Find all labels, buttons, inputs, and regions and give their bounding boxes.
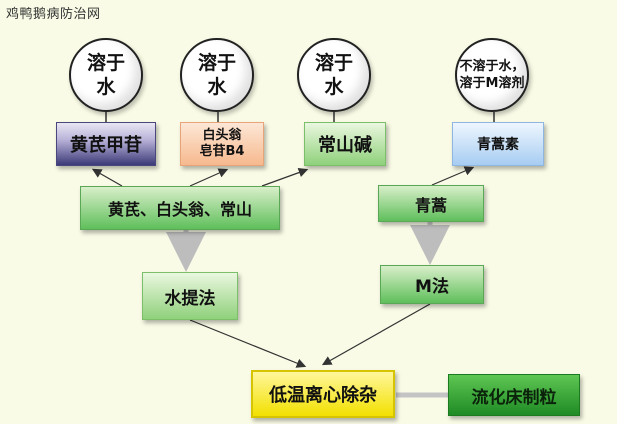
product-box-1: 黄芪甲苷 [56, 122, 156, 166]
herb-label-1: 黄芪、白头翁、常山 [107, 200, 252, 219]
arrow-to-product-3 [261, 167, 309, 187]
herb-label-2: 青蒿 [414, 195, 447, 215]
product-box-4: 青蒿素 [452, 122, 544, 166]
solubility-circle-3: 溶于 水 [297, 38, 371, 112]
solubility-circle-4: 不溶于水， 溶于M溶剂 [455, 38, 529, 112]
method-box-1: 水提法 [142, 272, 238, 320]
arrow-to-product-2 [189, 168, 229, 187]
arrow-to-final-2 [321, 303, 431, 366]
product-label-2: 白头翁 皂苷B4 [199, 128, 245, 159]
solubility-label-3: 溶于 水 [314, 52, 353, 98]
product-label-1: 黄芪甲苷 [70, 135, 142, 156]
solubility-circle-1: 溶于 水 [69, 38, 143, 112]
solubility-circle-2: 溶于 水 [180, 38, 254, 112]
herb-box-2: 青蒿 [378, 185, 484, 222]
watermark-text: 鸡鸭鹅病防治网 [6, 7, 101, 22]
method-label-2: M法 [415, 277, 449, 297]
product-box-3: 常山碱 [304, 122, 386, 166]
solubility-label-4: 不溶于水， 溶于M溶剂 [459, 59, 525, 91]
method-label-1: 水提法 [164, 288, 216, 309]
final-process-box-2: 流化床制粒 [448, 374, 580, 416]
product-box-2: 白头翁 皂苷B4 [180, 122, 264, 166]
arrow-to-product-1 [91, 168, 123, 187]
arrow-to-final-1 [189, 319, 307, 368]
arrow-to-product-4 [431, 166, 475, 186]
product-label-4: 青蒿素 [477, 137, 519, 153]
herb-box-1: 黄芪、白头翁、常山 [80, 186, 280, 230]
solubility-label-1: 溶于 水 [86, 52, 125, 98]
solubility-label-2: 溶于 水 [197, 52, 236, 98]
final-label-1: 低温离心除杂 [269, 385, 377, 406]
method-box-2: M法 [380, 265, 484, 304]
product-label-3: 常山碱 [318, 135, 372, 156]
final-process-box-1: 低温离心除杂 [251, 370, 395, 418]
final-label-2: 流化床制粒 [471, 387, 557, 408]
